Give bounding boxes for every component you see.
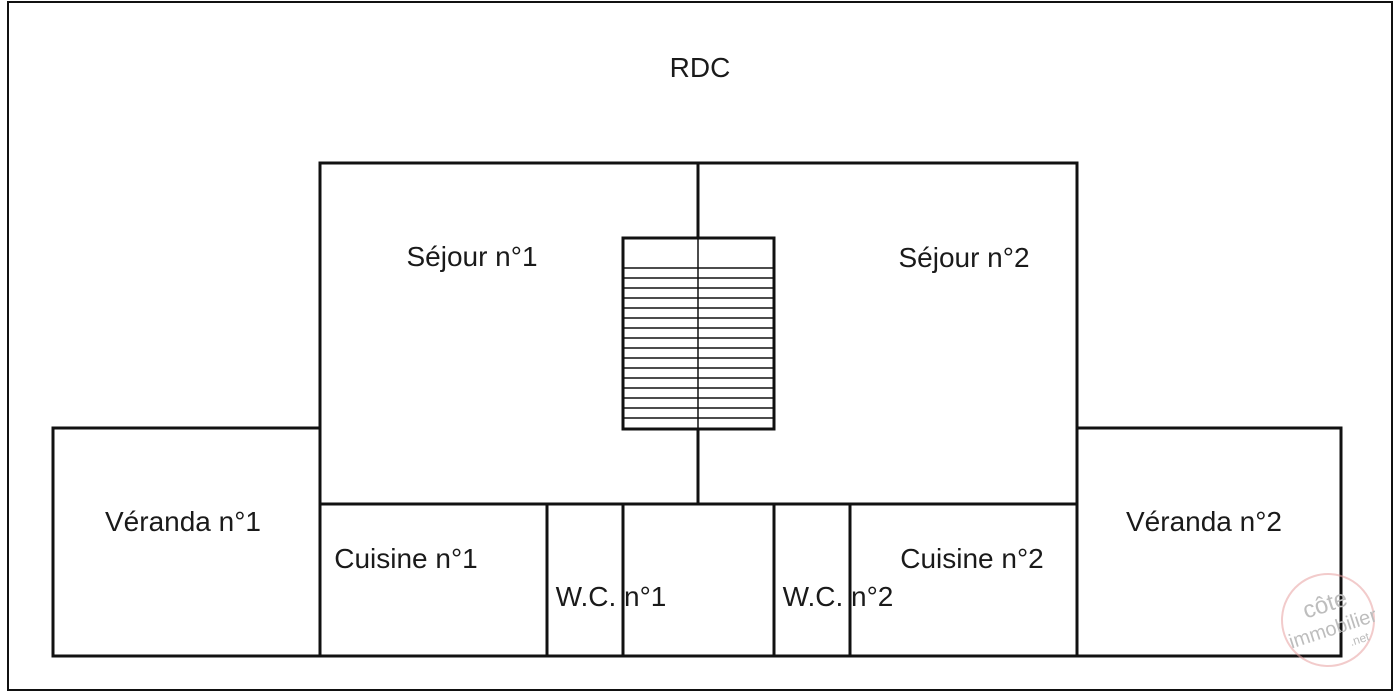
staircase (621, 236, 776, 431)
room-label-cuisine-1: Cuisine n°1 (334, 543, 478, 574)
page-frame (7, 1, 1393, 691)
room-label-wc-1: W.C. n°1 (556, 581, 667, 612)
veranda-1-wall (51, 426, 322, 658)
room-label-veranda-1: Véranda n°1 (105, 506, 261, 537)
veranda-2-wall (1075, 426, 1343, 658)
watermark-logo: côte immobilier .net (1281, 573, 1380, 667)
room-label-sejour-1: Séjour n°1 (406, 241, 537, 272)
watermark-ring (1281, 573, 1375, 667)
room-label-veranda-2: Véranda n°2 (1126, 506, 1282, 537)
floor-title: RDC (670, 52, 731, 83)
room-label-wc-2: W.C. n°2 (783, 581, 894, 612)
room-label-sejour-2: Séjour n°2 (898, 242, 1029, 273)
room-label-cuisine-2: Cuisine n°2 (900, 543, 1044, 574)
watermark-line3: .net (1348, 629, 1372, 649)
